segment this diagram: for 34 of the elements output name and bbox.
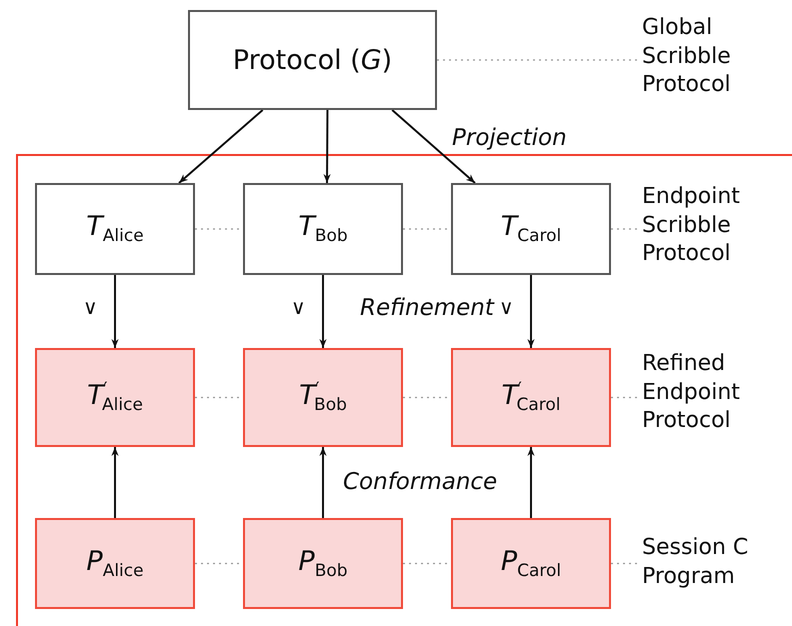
node-label: T$_{Alice}$ [86,213,144,245]
protocol-box [35,183,195,275]
arrow [323,110,331,183]
node-label: T$_{Carol}$ [500,213,562,245]
node-label: Protocol (G) [232,46,392,74]
arrow [319,275,327,348]
arrow [178,109,264,184]
node-label: P$_{Alice}$ [86,548,144,580]
caption-text: Session C Program [642,534,750,591]
protocol-box [188,10,437,110]
protocol-box [243,518,403,609]
protocol-box [451,518,611,609]
arrow [392,109,476,184]
dotted-connector [437,59,640,61]
arrow [319,447,327,518]
node-label: P$_{Carol}$ [500,548,562,580]
protocol-box [243,183,403,275]
dotted-connector [611,396,640,398]
arrow [111,275,119,348]
protocol-box [35,348,195,447]
caption-text: Endpoint Scribble Protocol [642,183,741,268]
protocol-box [451,348,611,447]
arrow [527,447,535,518]
dotted-connector [611,228,640,230]
node-label: T$_{Bob}$ [298,213,348,245]
caption-text: Global Scribble Protocol [642,14,732,100]
protocol-box [35,518,195,609]
caption-text: Refined Endpoint Protocol [642,350,741,436]
arrow [111,447,119,518]
dotted-connector [611,562,640,564]
arrow [527,275,535,348]
protocol-box [243,348,403,447]
node-label: P$_{Bob}$ [298,548,348,580]
protocol-box [451,183,611,275]
